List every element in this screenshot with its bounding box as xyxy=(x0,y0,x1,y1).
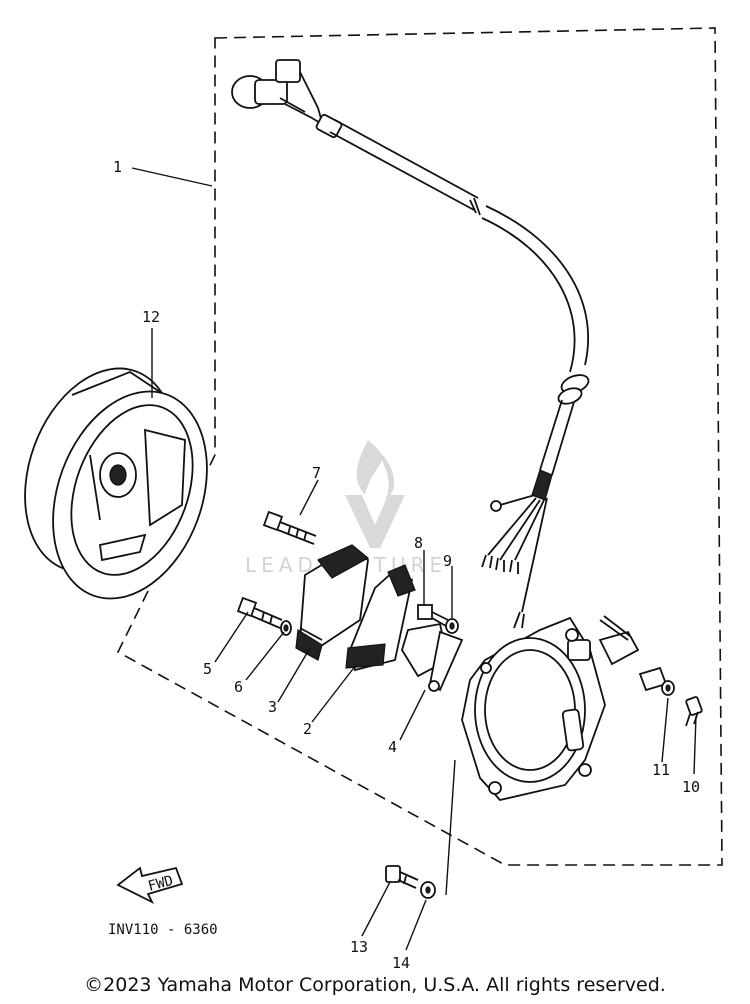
charging-coil xyxy=(345,564,416,672)
washer-6 xyxy=(280,620,292,636)
callout-1: 1 xyxy=(113,158,122,176)
callout-8: 8 xyxy=(414,534,423,552)
bolt-5 xyxy=(236,596,283,629)
callout-4: 4 xyxy=(388,738,397,756)
fwd-label: FWD xyxy=(146,873,175,895)
callout-6: 6 xyxy=(234,678,243,696)
callout-14: 14 xyxy=(392,954,410,972)
neutral-switch xyxy=(598,615,668,692)
callout-3: 3 xyxy=(268,698,277,716)
washer-9 xyxy=(445,618,459,634)
callout-12: 12 xyxy=(142,308,160,326)
washer-11 xyxy=(661,680,675,696)
bolt-13 xyxy=(385,865,419,889)
figure-code: INV110 - 6360 xyxy=(108,922,218,938)
copyright-notice: ©2023 Yamaha Motor Corporation, U.S.A. A… xyxy=(84,974,666,996)
callout-5: 5 xyxy=(203,660,212,678)
bolt-8 xyxy=(417,604,449,627)
flywheel-rotor xyxy=(24,367,208,600)
callout-9: 9 xyxy=(443,552,452,570)
callout-7: 7 xyxy=(312,464,321,482)
bolt-10 xyxy=(685,696,703,727)
callout-11: 11 xyxy=(652,761,670,779)
callout-2: 2 xyxy=(303,720,312,738)
leader-lines xyxy=(131,167,697,951)
stator-harness xyxy=(231,59,590,629)
fwd-arrow-icon: FWD xyxy=(116,866,184,905)
stator-base xyxy=(461,616,606,801)
callout-10: 10 xyxy=(682,778,700,796)
bolt-7 xyxy=(262,510,317,545)
callout-13: 13 xyxy=(350,938,368,956)
assembly-boundary xyxy=(116,27,723,866)
source-coil-left xyxy=(295,544,370,661)
pulser-coil xyxy=(401,622,464,692)
washer-14 xyxy=(420,881,436,899)
